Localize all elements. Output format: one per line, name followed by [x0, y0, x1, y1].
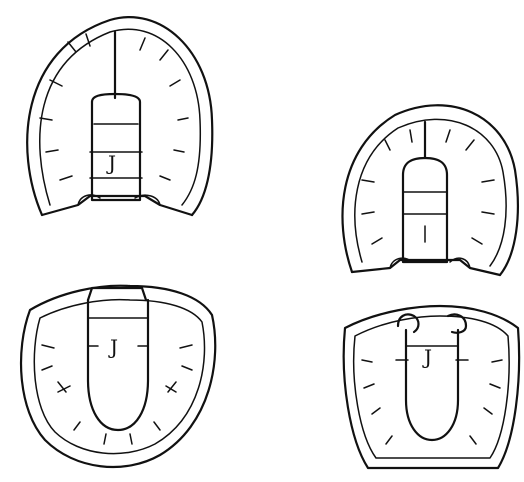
hoof-top-right-wall-outer: [342, 105, 517, 275]
hoof-top-right-tick-marks: [362, 130, 494, 244]
hoof-bottom-left-heel-cap: [88, 288, 146, 300]
hoof-bottom-right-wall-inner: [354, 316, 509, 458]
hoof-bottom-right-wall-outer: [344, 306, 519, 468]
hoof-bottom-left-label: J: [108, 335, 118, 359]
hoof-bottom-right-label: J: [422, 345, 432, 369]
hoof-bottom-right-tick-marks: [362, 360, 502, 444]
hoof-top-left: J: [27, 17, 212, 215]
hoof-bottom-right: J: [344, 306, 519, 468]
hoof-top-right-frog: [403, 158, 447, 262]
hoof-top-left-frog: [92, 94, 140, 200]
hoof-bottom-right-heel-bulb-left: [398, 314, 419, 332]
hoof-top-left-heel-line: [42, 196, 192, 215]
hoof-bottom-left-frog: [88, 300, 148, 430]
hoof-top-left-wall-outer: [27, 17, 212, 215]
hoof-bottom-left: J: [21, 286, 215, 467]
hoof-top-left-label: J: [106, 151, 116, 175]
hoof-top-right: [342, 105, 517, 275]
